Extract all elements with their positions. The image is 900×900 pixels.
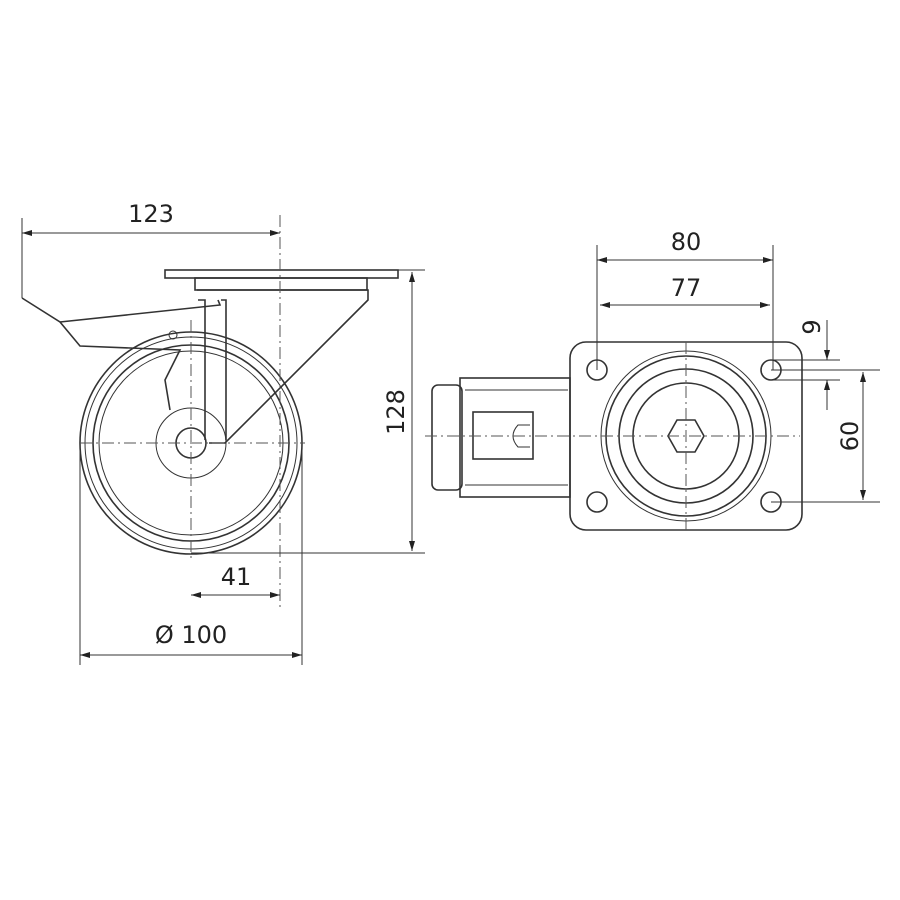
dim-label: 128 bbox=[382, 389, 410, 435]
dim-label: 123 bbox=[128, 200, 174, 228]
dim-label: Ø 100 bbox=[155, 621, 227, 649]
dimension-60: 60 bbox=[771, 369, 880, 503]
dimension-77: 77 bbox=[600, 274, 770, 308]
top-view: 80 77 9 60 bbox=[425, 228, 880, 531]
dim-label: 41 bbox=[221, 563, 252, 591]
dimension-9: 9 bbox=[771, 319, 840, 410]
dimension-128: 128 bbox=[191, 269, 425, 554]
dimension-41: 41 bbox=[191, 563, 280, 598]
side-view: 123 128 41 Ø 100 bbox=[21, 200, 425, 665]
dim-label: 80 bbox=[671, 228, 702, 256]
brake-housing bbox=[431, 377, 571, 498]
dim-label: 77 bbox=[671, 274, 702, 302]
brake-lever bbox=[21, 297, 222, 411]
dim-label: 60 bbox=[836, 421, 864, 452]
dimension-diameter-100: Ø 100 bbox=[79, 450, 303, 665]
swivel-fork bbox=[164, 269, 399, 444]
dimension-123: 123 bbox=[21, 200, 280, 298]
dim-label: 9 bbox=[798, 319, 826, 334]
dimension-80: 80 bbox=[596, 228, 774, 370]
